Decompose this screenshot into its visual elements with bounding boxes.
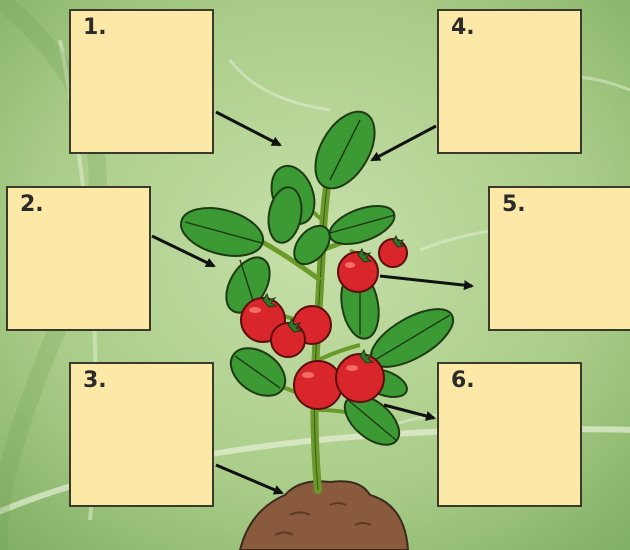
tomato [337, 251, 379, 293]
tomato [335, 353, 385, 403]
label-number: 5. [502, 192, 526, 217]
soil-mound [238, 480, 410, 550]
label-number: 6. [451, 368, 475, 393]
leaf [267, 186, 303, 244]
label-number: 2. [20, 192, 44, 217]
leaf [328, 204, 396, 246]
label-number: 3. [83, 368, 107, 393]
label-box-3[interactable]: 3. [69, 362, 214, 507]
label-box-1[interactable]: 1. [69, 9, 214, 154]
label-number: 4. [451, 15, 475, 40]
tomato [293, 360, 343, 410]
label-number: 1. [83, 15, 107, 40]
label-box-4[interactable]: 4. [437, 9, 582, 154]
leaf [293, 224, 331, 266]
label-box-5[interactable]: 5. [488, 186, 630, 331]
label-box-6[interactable]: 6. [437, 362, 582, 507]
tomato [270, 322, 306, 358]
tomato [378, 238, 408, 268]
label-box-2[interactable]: 2. [6, 186, 151, 331]
